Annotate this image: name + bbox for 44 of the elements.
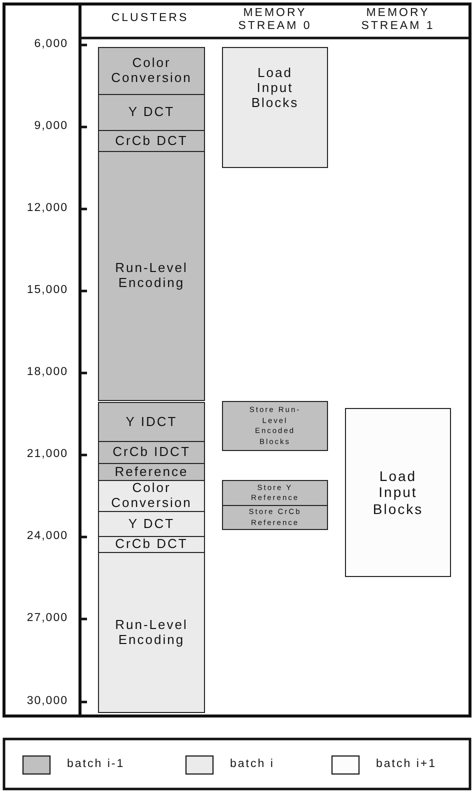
process-box [345,408,451,577]
box-label: CrCb DCT [115,537,188,552]
process-box [222,480,328,506]
column-header: MEMORY STREAM 1 [360,7,436,34]
process-box [222,505,328,530]
process-box [98,47,205,95]
tick-label: 15,000 [26,284,68,298]
process-box [98,441,205,464]
column-header: CLUSTERS [110,12,190,26]
process-box [98,151,205,401]
tick-label: 24,000 [26,530,68,544]
legend-label: batch i+1 [376,758,436,772]
box-label: Y DCT [128,105,175,120]
legend-label: batch i-1 [67,758,125,772]
tick-label: 6,000 [33,38,68,52]
box-label: Reference [114,464,188,480]
legend-label: batch i [230,758,274,772]
process-box [98,463,205,481]
box-label: Run-Level Encoding [114,618,189,648]
tick-label: 30,000 [26,695,68,708]
box-label: Color Conversion [110,481,193,511]
process-box [98,94,205,131]
column-header: MEMORY STREAM 0 [237,7,313,34]
process-box [222,47,328,168]
box-label: Color Conversion [110,56,193,86]
process-box [222,401,328,451]
tick-label: 18,000 [26,366,68,380]
tick-label: 12,000 [26,202,68,216]
box-label: Run-Level Encoding [114,261,189,291]
tick-label: 27,000 [26,612,68,626]
tick-label: 21,000 [26,448,68,462]
process-box [98,480,205,512]
tick-label: 9,000 [33,120,68,134]
box-label: Load Input Blocks [372,468,424,517]
process-box [98,402,205,442]
process-box [98,130,205,152]
box-label: CrCb IDCT [112,445,190,460]
box-label: CrCb DCT [115,134,188,148]
box-label: Y IDCT [126,414,178,430]
box-label: Y DCT [128,516,175,532]
process-box [98,552,205,713]
box-label: Load Input Blocks [250,66,300,111]
process-box [98,536,205,553]
process-box [98,511,205,537]
